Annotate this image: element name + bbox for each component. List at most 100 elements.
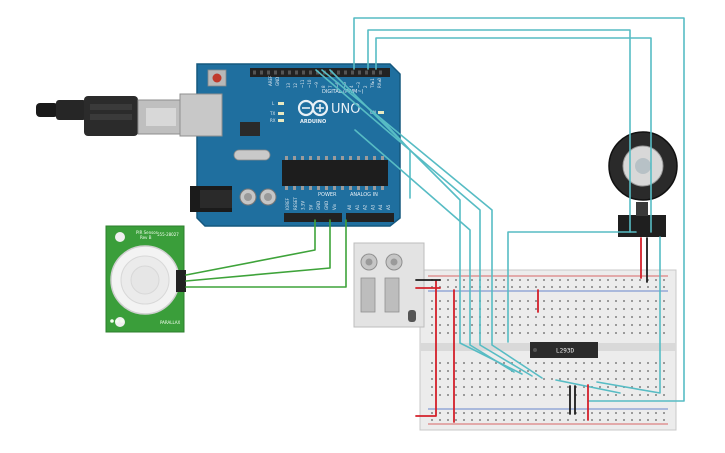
- rx-led-label: RX: [270, 118, 276, 123]
- breadboard-hole: [543, 286, 545, 288]
- breadboard-hole: [495, 332, 497, 334]
- breadboard-hole: [535, 378, 537, 380]
- breadboard-hole: [535, 324, 537, 326]
- breadboard-hole: [479, 419, 481, 421]
- breadboard-hole: [447, 279, 449, 281]
- breadboard-hole: [599, 419, 601, 421]
- breadboard-hole: [503, 324, 505, 326]
- mcu-pins: [285, 156, 384, 190]
- digital-pin-label-4: ~9: [314, 82, 319, 88]
- breadboard-hole: [439, 308, 441, 310]
- breadboard-hole: [495, 412, 497, 414]
- breadboard-hole: [567, 370, 569, 372]
- breadboard-hole: [439, 386, 441, 388]
- breadboard-hole: [639, 286, 641, 288]
- breadboard-hole: [535, 362, 537, 364]
- rx-led: [278, 119, 284, 122]
- breadboard-hole: [575, 362, 577, 364]
- breadboard-hole: [479, 412, 481, 414]
- wire-green-pir-out: [185, 219, 331, 282]
- breadboard-hole: [439, 324, 441, 326]
- breadboard-hole: [543, 378, 545, 380]
- breadboard-hole: [439, 332, 441, 334]
- breadboard-hole: [591, 308, 593, 310]
- breadboard-hole: [551, 370, 553, 372]
- breadboard-hole: [495, 286, 497, 288]
- breadboard-hole: [463, 316, 465, 318]
- breadboard-hole: [527, 362, 529, 364]
- breadboard-hole: [647, 394, 649, 396]
- breadboard-hole: [639, 332, 641, 334]
- breadboard-hole: [615, 394, 617, 396]
- breadboard-hole: [655, 386, 657, 388]
- board-brand-label: ARDUINO: [300, 119, 326, 125]
- breadboard-hole: [479, 362, 481, 364]
- arduino-logo: [297, 99, 329, 117]
- breadboard-hole: [495, 386, 497, 388]
- breadboard-hole: [663, 362, 665, 364]
- digital-pin-label-10: ~3: [356, 82, 361, 88]
- breadboard-hole: [663, 324, 665, 326]
- breadboard-hole: [431, 419, 433, 421]
- breadboard-hole: [479, 378, 481, 380]
- breadboard-hole: [607, 300, 609, 302]
- breadboard-hole: [447, 324, 449, 326]
- breadboard-hole: [655, 419, 657, 421]
- breadboard-hole: [615, 300, 617, 302]
- breadboard-hole: [439, 316, 441, 318]
- breadboard-hole: [639, 412, 641, 414]
- breadboard-hole: [615, 279, 617, 281]
- breadboard-hole: [487, 378, 489, 380]
- breadboard-hole: [623, 370, 625, 372]
- breadboard-hole: [567, 362, 569, 364]
- breadboard-hole: [503, 362, 505, 364]
- breadboard-hole: [527, 300, 529, 302]
- breadboard-hole: [455, 286, 457, 288]
- breadboard-hole: [591, 316, 593, 318]
- breadboard-hole: [447, 419, 449, 421]
- wire-teal-motor-b: [596, 236, 661, 394]
- breadboard-hole: [567, 412, 569, 414]
- breadboard-hole: [647, 378, 649, 380]
- breadboard-hole: [559, 386, 561, 388]
- breadboard-hole: [631, 378, 633, 380]
- breadboard-hole: [575, 316, 577, 318]
- breadboard-hole: [463, 300, 465, 302]
- power-pin-label-0: IOREF: [285, 197, 290, 210]
- breadboard-hole: [607, 279, 609, 281]
- breadboard-hole: [543, 362, 545, 364]
- digital-pin-label-5: 8: [321, 85, 326, 88]
- microcontroller-chip: [282, 160, 388, 186]
- breadboard-hole: [463, 279, 465, 281]
- breadboard-hole: [567, 332, 569, 334]
- breadboard-hole: [495, 308, 497, 310]
- power-pin-label-2: 3.3V: [301, 201, 306, 210]
- breadboard-hole: [519, 279, 521, 281]
- breadboard-hole: [535, 332, 537, 334]
- breadboard-hole: [551, 412, 553, 414]
- breadboard-hole: [583, 362, 585, 364]
- breadboard-hole: [623, 279, 625, 281]
- breadboard-hole: [623, 286, 625, 288]
- breadboard-hole: [487, 308, 489, 310]
- breadboard-hole: [503, 419, 505, 421]
- breadboard-hole: [591, 378, 593, 380]
- l-led-label: L: [272, 101, 275, 106]
- breadboard-hole: [455, 324, 457, 326]
- breadboard: [419, 269, 677, 431]
- breadboard-hole: [511, 279, 513, 281]
- breadboard-hole: [439, 362, 441, 364]
- breadboard-hole: [607, 362, 609, 364]
- breadboard-hole: [559, 394, 561, 396]
- breadboard-hole: [439, 394, 441, 396]
- breadboard-hole: [519, 378, 521, 380]
- wire-green-pir-vcc: [185, 219, 316, 276]
- wire-teal-pin8: [315, 69, 533, 377]
- breadboard-hole: [591, 300, 593, 302]
- breadboard-hole: [663, 386, 665, 388]
- breadboard-hole: [615, 412, 617, 414]
- breadboard-hole: [639, 378, 641, 380]
- breadboard-hole: [455, 370, 457, 372]
- breadboard-hole: [583, 286, 585, 288]
